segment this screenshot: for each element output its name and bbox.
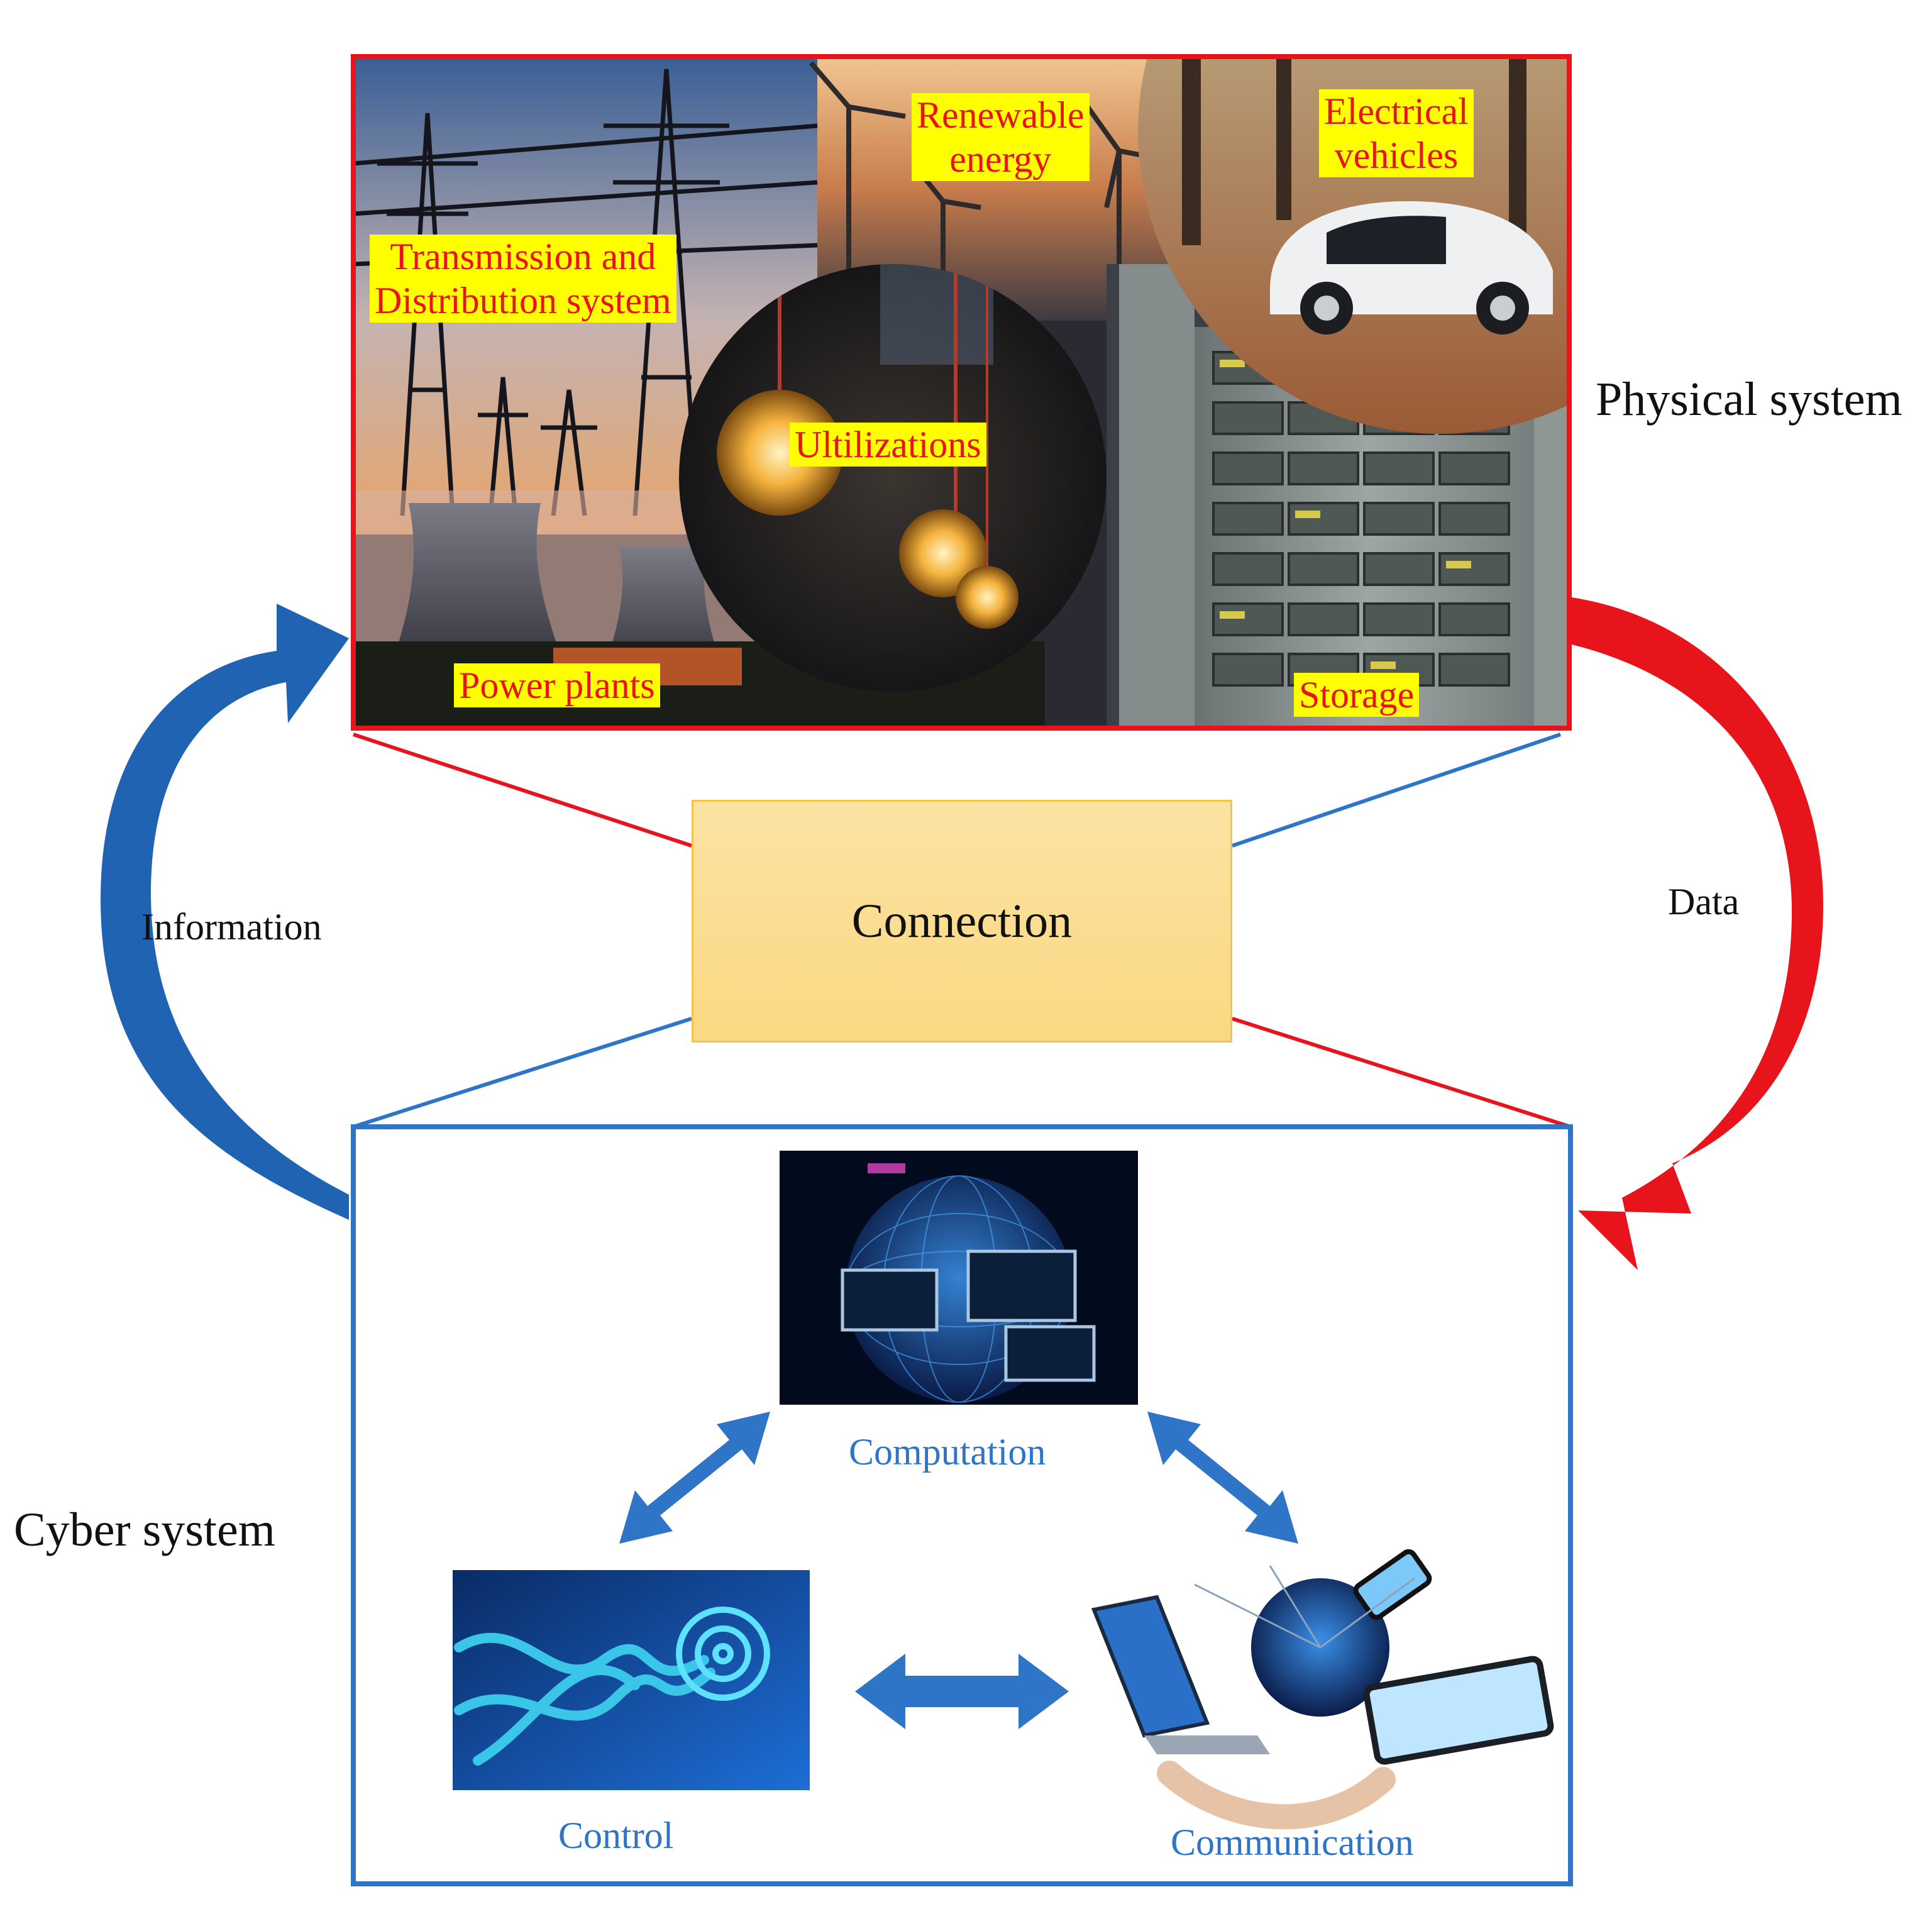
double-arrow-computation-control: [619, 1412, 770, 1544]
label-utilizations: Ultilizations: [790, 423, 986, 467]
information-label: Information: [141, 906, 322, 948]
control-image: [453, 1570, 810, 1790]
label-power-plants: Power plants: [454, 663, 660, 707]
physical-system-title: Physical system: [1596, 373, 1902, 426]
connection-box: Connection: [692, 800, 1232, 1043]
physical-system-frame: [351, 54, 1572, 731]
data-label: Data: [1668, 881, 1740, 922]
light-bulb-icon: [717, 390, 842, 516]
double-arrow-computation-communication: [1147, 1412, 1298, 1544]
double-arrow-control-communication: [855, 1654, 1069, 1729]
connector-line: [1232, 1017, 1571, 1129]
label-electrical-vehicles: Electrical vehicles: [1319, 89, 1474, 177]
light-bulb-photo: [679, 264, 1107, 692]
data-arrow: [1572, 597, 1823, 1270]
physical-system-collage: [353, 57, 1569, 728]
label-renewable-energy: Renewable energy: [912, 93, 1090, 181]
computation-image: [780, 1151, 1138, 1405]
connection-label: Connection: [851, 894, 1073, 948]
communication-image: [1091, 1549, 1554, 1830]
communication-label: Communication: [1171, 1822, 1414, 1863]
label-transmission-distribution: Transmission and Distribution system: [370, 235, 676, 323]
connector-line: [1232, 733, 1561, 848]
connector-line: [353, 733, 692, 848]
connector-line: [353, 1017, 692, 1129]
label-storage: Storage: [1294, 673, 1420, 717]
information-arrow: [101, 604, 349, 1220]
control-label: Control: [558, 1815, 674, 1856]
cyber-system-title: Cyber system: [14, 1503, 275, 1556]
computation-label: Computation: [849, 1431, 1046, 1473]
